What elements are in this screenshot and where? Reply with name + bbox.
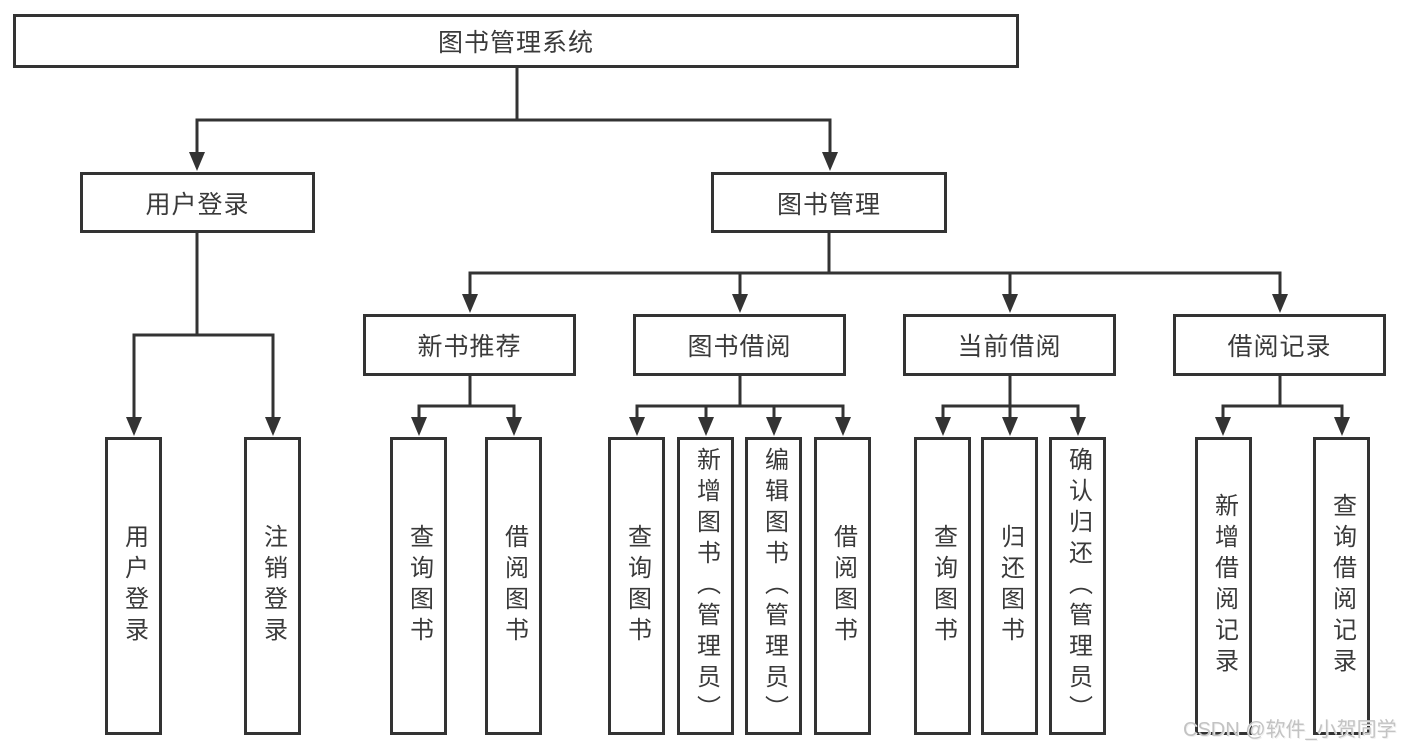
node-user-login: 用户登录 (80, 172, 315, 233)
node-user-login-label: 用户登录 (145, 190, 250, 219)
leaf-user-login: 用户登录 (105, 437, 162, 735)
leaf-confirm-return-admin: 确认归还（管理员） (1049, 437, 1106, 735)
leaf-edit-book-admin: 编辑图书（管理员） (745, 437, 802, 735)
node-current-borrow: 当前借阅 (903, 314, 1116, 376)
leaf-confirm-return-admin-label: 确认归还（管理员） (1064, 446, 1092, 726)
leaf-logout-label: 注销登录 (259, 524, 287, 648)
leaf-query-borrow-record-label: 查询借阅记录 (1328, 493, 1356, 679)
node-new-book-recommend: 新书推荐 (363, 314, 576, 376)
leaf-query-book-1-label: 查询图书 (405, 524, 433, 648)
leaf-query-book-3-label: 查询图书 (929, 524, 957, 648)
node-root-label: 图书管理系统 (437, 29, 594, 57)
leaf-add-book-admin-label: 新增图书（管理员） (692, 446, 720, 726)
node-borrow-record-label: 借阅记录 (1227, 333, 1332, 361)
leaf-user-login-label: 用户登录 (120, 524, 148, 648)
leaf-return-book-label: 归还图书 (996, 524, 1024, 648)
node-borrow-record: 借阅记录 (1173, 314, 1386, 376)
node-current-borrow-label: 当前借阅 (957, 333, 1062, 361)
leaf-borrow-book-1: 借阅图书 (485, 437, 542, 735)
node-book-management: 图书管理 (711, 172, 947, 233)
leaf-return-book: 归还图书 (981, 437, 1038, 735)
node-book-borrow-label: 图书借阅 (687, 333, 792, 361)
node-book-borrow: 图书借阅 (633, 314, 846, 376)
leaf-query-book-2-label: 查询图书 (623, 524, 651, 648)
leaf-edit-book-admin-label: 编辑图书（管理员） (760, 446, 788, 726)
leaf-add-borrow-record: 新增借阅记录 (1195, 437, 1252, 735)
node-new-book-recommend-label: 新书推荐 (417, 333, 522, 361)
leaf-query-book-3: 查询图书 (914, 437, 971, 735)
leaf-borrow-book-1-label: 借阅图书 (500, 524, 528, 648)
leaf-add-borrow-record-label: 新增借阅记录 (1210, 493, 1238, 679)
leaf-logout: 注销登录 (244, 437, 301, 735)
leaf-borrow-book-2: 借阅图书 (814, 437, 871, 735)
node-book-management-label: 图书管理 (776, 190, 881, 219)
node-root: 图书管理系统 (13, 14, 1019, 68)
leaf-query-book-2: 查询图书 (608, 437, 665, 735)
csdn-watermark: CSDN @软件_小贺同学 (1183, 719, 1397, 741)
leaf-add-book-admin: 新增图书（管理员） (677, 437, 734, 735)
leaf-query-book-1: 查询图书 (390, 437, 447, 735)
leaf-query-borrow-record: 查询借阅记录 (1313, 437, 1370, 735)
leaf-borrow-book-2-label: 借阅图书 (829, 524, 857, 648)
